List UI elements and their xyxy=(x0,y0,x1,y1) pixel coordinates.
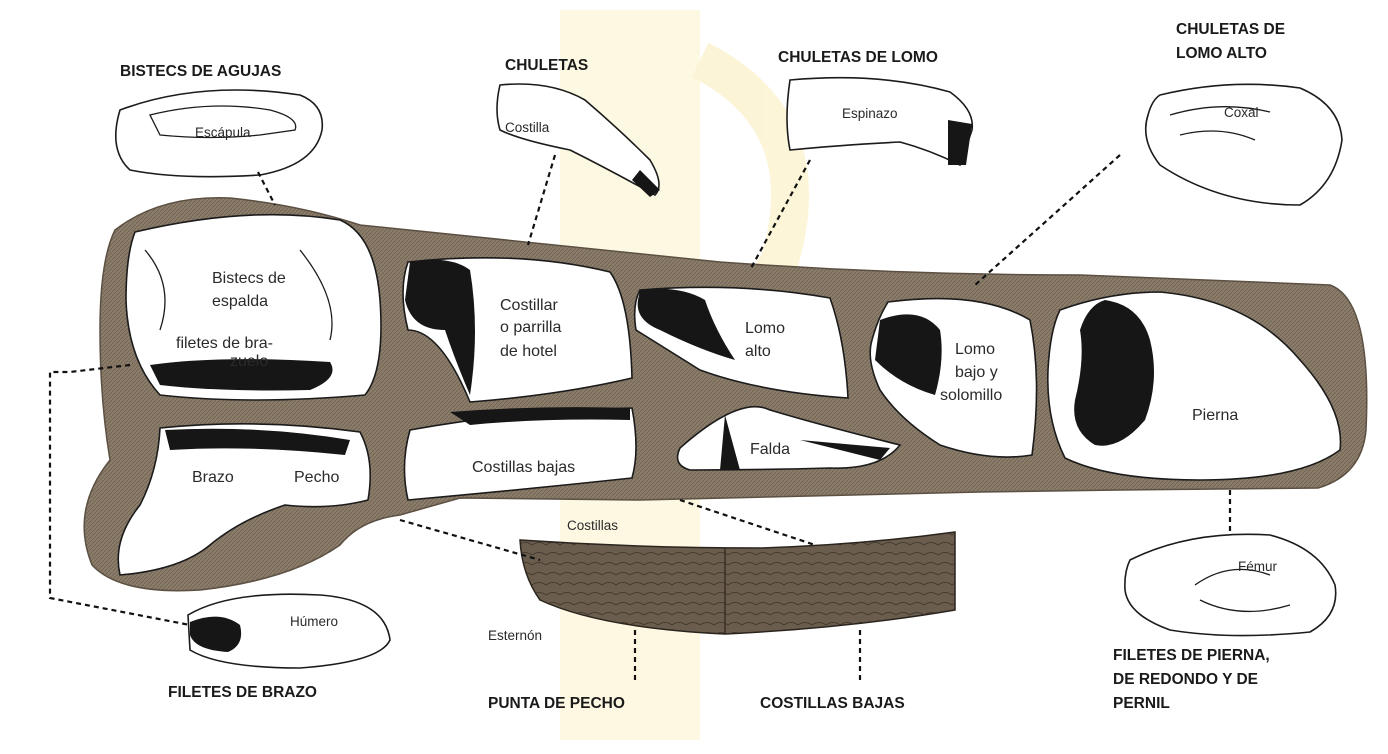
heading-chuletas-lomo: CHULETAS DE LOMO xyxy=(778,49,938,66)
heading-costillas-bajas: COSTILLAS BAJAS xyxy=(760,695,905,712)
label-filetes-line1: filetes de bra- xyxy=(176,335,273,352)
label-filetes-line2: zuelo xyxy=(230,353,268,370)
label-lomo-bajo-line3: solomillo xyxy=(940,387,1002,404)
inset-femur xyxy=(1125,534,1336,635)
label-falda: Falda xyxy=(750,441,790,458)
heading-chuletas-lomo-alto-line2: LOMO ALTO xyxy=(1176,45,1267,62)
heading-bistecs-agujas: BISTECS DE AGUJAS xyxy=(120,63,281,80)
label-lomo-bajo-line1: Lomo xyxy=(955,341,995,358)
label-pierna: Pierna xyxy=(1192,407,1238,424)
label-escapula: Escápula xyxy=(195,125,251,140)
label-coxal: Coxal xyxy=(1224,105,1259,120)
label-esternon: Esternón xyxy=(488,628,542,643)
label-bistecs-line1: Bistecs de xyxy=(212,270,286,287)
label-lomo-alto-line1: Lomo xyxy=(745,320,785,337)
label-lomo-alto-line2: alto xyxy=(745,343,771,360)
heading-punta-pecho: PUNTA DE PECHO xyxy=(488,695,625,712)
label-brazo: Brazo xyxy=(192,469,234,486)
heading-filetes-pierna-line3: PERNIL xyxy=(1113,695,1170,712)
label-costillar-line2: o parrilla xyxy=(500,319,561,336)
heading-chuletas: CHULETAS xyxy=(505,57,588,74)
label-femur: Fémur xyxy=(1238,559,1278,574)
label-pecho: Pecho xyxy=(294,469,339,486)
label-costillas: Costillas xyxy=(567,518,618,533)
inset-espinazo xyxy=(787,78,972,165)
label-costillar-line3: de hotel xyxy=(500,343,557,360)
heading-chuletas-lomo-alto-line1: CHULETAS DE xyxy=(1176,21,1285,38)
heading-filetes-brazo: FILETES DE BRAZO xyxy=(168,684,317,701)
label-bistecs-line2: espalda xyxy=(212,293,268,310)
label-espinazo: Espinazo xyxy=(842,106,898,121)
label-costilla: Costilla xyxy=(505,120,550,135)
inset-coxal xyxy=(1146,84,1342,205)
heading-filetes-pierna-line1: FILETES DE PIERNA, xyxy=(1113,647,1270,664)
inset-humero xyxy=(188,594,390,668)
label-humero: Húmero xyxy=(290,614,338,629)
label-costillar-line1: Costillar xyxy=(500,297,558,314)
label-costillas-bajas: Costillas bajas xyxy=(472,459,575,476)
label-lomo-bajo-line2: bajo y xyxy=(955,364,998,381)
heading-filetes-pierna-line2: DE REDONDO Y DE xyxy=(1113,671,1258,688)
